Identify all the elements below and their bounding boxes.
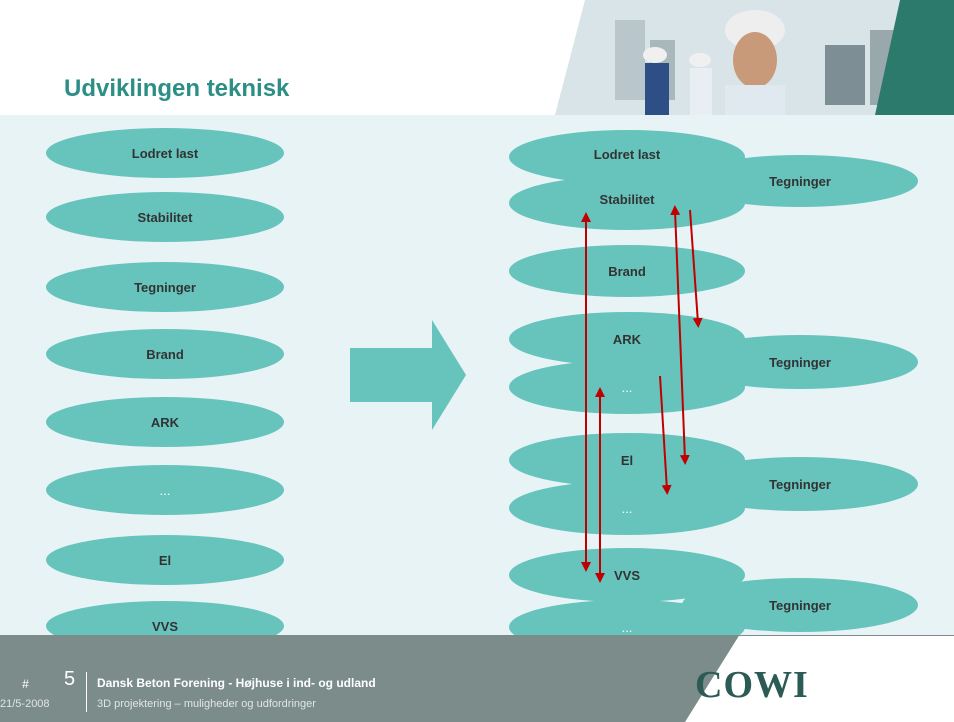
right-label: Tegninger xyxy=(769,476,831,492)
left-label: ... xyxy=(159,482,171,498)
footer-event-title: Dansk Beton Forening - Højhuse i ind- og… xyxy=(97,676,376,690)
footer-hash: # xyxy=(22,677,29,691)
header-photo xyxy=(555,0,954,115)
left-label: Stabilitet xyxy=(137,209,193,225)
left-label: VVS xyxy=(151,618,178,634)
right-ellipse-el: El xyxy=(509,433,745,487)
right-ellipse-ark: ARK xyxy=(509,312,745,366)
footer-date: 21/5-2008 xyxy=(0,698,50,710)
left-label: Tegninger xyxy=(134,279,196,295)
right-label: ... xyxy=(621,500,633,516)
right-label: Brand xyxy=(608,263,646,279)
left-ellipse-dots: ... xyxy=(46,465,284,515)
left-ellipse-tegninger: Tegninger xyxy=(46,262,284,312)
right-label: Lodret last xyxy=(593,146,661,162)
right-ellipse-el-dots: ... xyxy=(509,481,745,535)
right-ellipse-stabilitet: Stabilitet xyxy=(509,176,745,230)
right-label: Tegninger xyxy=(769,173,831,189)
left-label: ARK xyxy=(150,414,180,430)
footer-subtitle: 3D projektering – muligheder og udfordri… xyxy=(97,698,316,710)
footer-separator xyxy=(86,672,87,712)
right-ellipse-vvs: VVS xyxy=(509,548,745,602)
right-label: ... xyxy=(621,379,633,395)
right-ellipse-brand: Brand xyxy=(509,245,745,297)
right-label: El xyxy=(620,452,634,468)
left-ellipse-lodret-last: Lodret last xyxy=(46,128,284,178)
left-label: El xyxy=(158,552,172,568)
big-arrow-icon xyxy=(350,320,466,430)
right-ellipse-lodret-last: Lodret last xyxy=(509,130,745,184)
left-ellipse-el: El xyxy=(46,535,284,585)
slide-number: 5 xyxy=(64,668,76,690)
cowi-logo: COWI xyxy=(695,664,809,706)
right-label: VVS xyxy=(613,567,640,583)
left-label: Lodret last xyxy=(131,145,199,161)
right-label: ... xyxy=(621,619,633,635)
left-label: Brand xyxy=(146,346,184,362)
right-label: Tegninger xyxy=(769,354,831,370)
left-ellipse-brand: Brand xyxy=(46,329,284,379)
right-label: Tegninger xyxy=(769,597,831,613)
right-label: Stabilitet xyxy=(599,191,655,207)
page-title: Udviklingen teknisk xyxy=(64,75,290,102)
right-label: ARK xyxy=(612,331,642,347)
right-ellipse-ark-dots: ... xyxy=(509,360,745,414)
left-ellipse-stabilitet: Stabilitet xyxy=(46,192,284,242)
left-ellipse-ark: ARK xyxy=(46,397,284,447)
